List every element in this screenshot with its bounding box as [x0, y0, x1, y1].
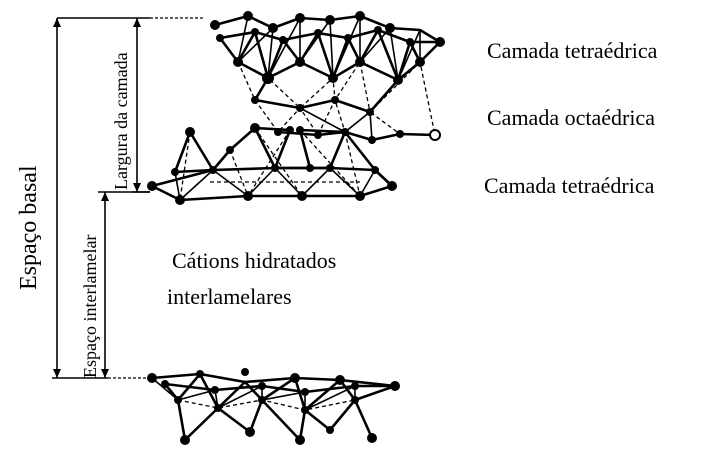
- hydrated-cations-label-line2: interlamelares: [167, 284, 292, 309]
- layer-thickness-label: Largura da camada: [111, 52, 131, 190]
- upper-clay-layer: [210, 11, 445, 144]
- tetrahedral-layer-bottom-label: Camada tetraédrica: [484, 173, 655, 198]
- layer-thickness-bracket: [132, 18, 150, 193]
- hydrated-cations-label-line1: Cátions hidratados: [172, 248, 336, 273]
- interlayer-spacing-bracket: [98, 191, 150, 378]
- upper-layer-bottom-tetrahedral: [147, 123, 397, 205]
- interlayer-spacing-label: Espaço interlamelar: [80, 235, 100, 378]
- tetrahedral-layer-top-label: Camada tetraédrica: [487, 38, 658, 63]
- basal-spacing-label: Espaço basal: [16, 165, 42, 290]
- octahedral-layer-label: Camada octaédrica: [487, 105, 655, 130]
- basal-spacing-bracket: [52, 17, 205, 379]
- lower-clay-layer: [147, 368, 400, 445]
